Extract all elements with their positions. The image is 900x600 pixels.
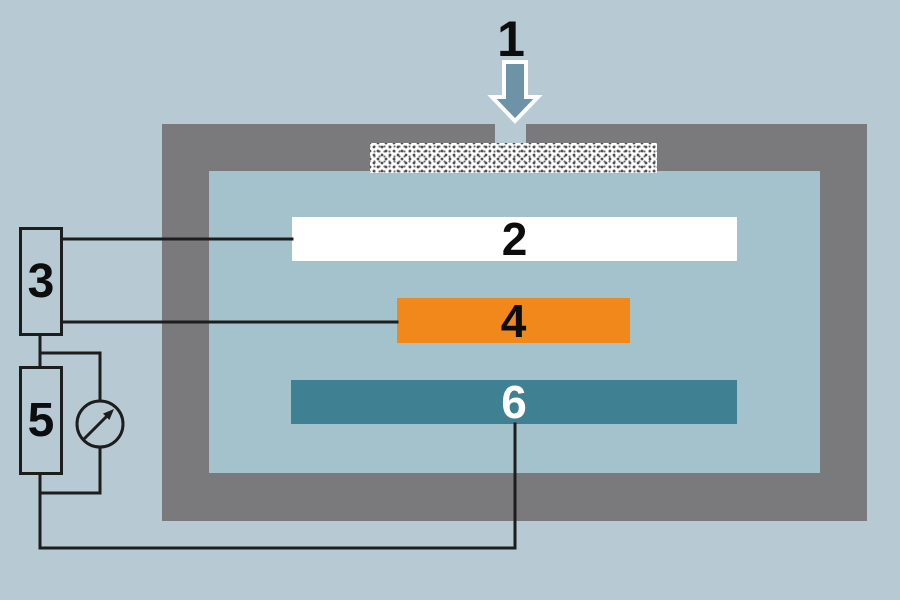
- down-arrow-icon: [487, 60, 543, 124]
- box-5-label: 5: [27, 394, 55, 447]
- stippled-layer: [370, 143, 657, 173]
- box-3-label: 3: [27, 255, 55, 308]
- plate-2-label: 2: [501, 213, 528, 265]
- meter-dial: [75, 399, 125, 449]
- plate-2: 2: [292, 213, 737, 265]
- inlet-channel: [495, 124, 526, 145]
- inlet-label-text: 1: [497, 11, 525, 67]
- inlet-label: 1: [487, 11, 535, 67]
- plate-6-label: 6: [501, 376, 527, 428]
- box-3: 3: [19, 227, 63, 336]
- meter-needle-tip: [103, 409, 114, 420]
- analog-meter-icon: [75, 399, 125, 449]
- plate-4: 4: [397, 295, 630, 347]
- box-5: 5: [19, 366, 63, 475]
- plate-6: 6: [291, 376, 737, 428]
- meter-needle: [82, 414, 109, 441]
- plate-4-label: 4: [500, 294, 527, 347]
